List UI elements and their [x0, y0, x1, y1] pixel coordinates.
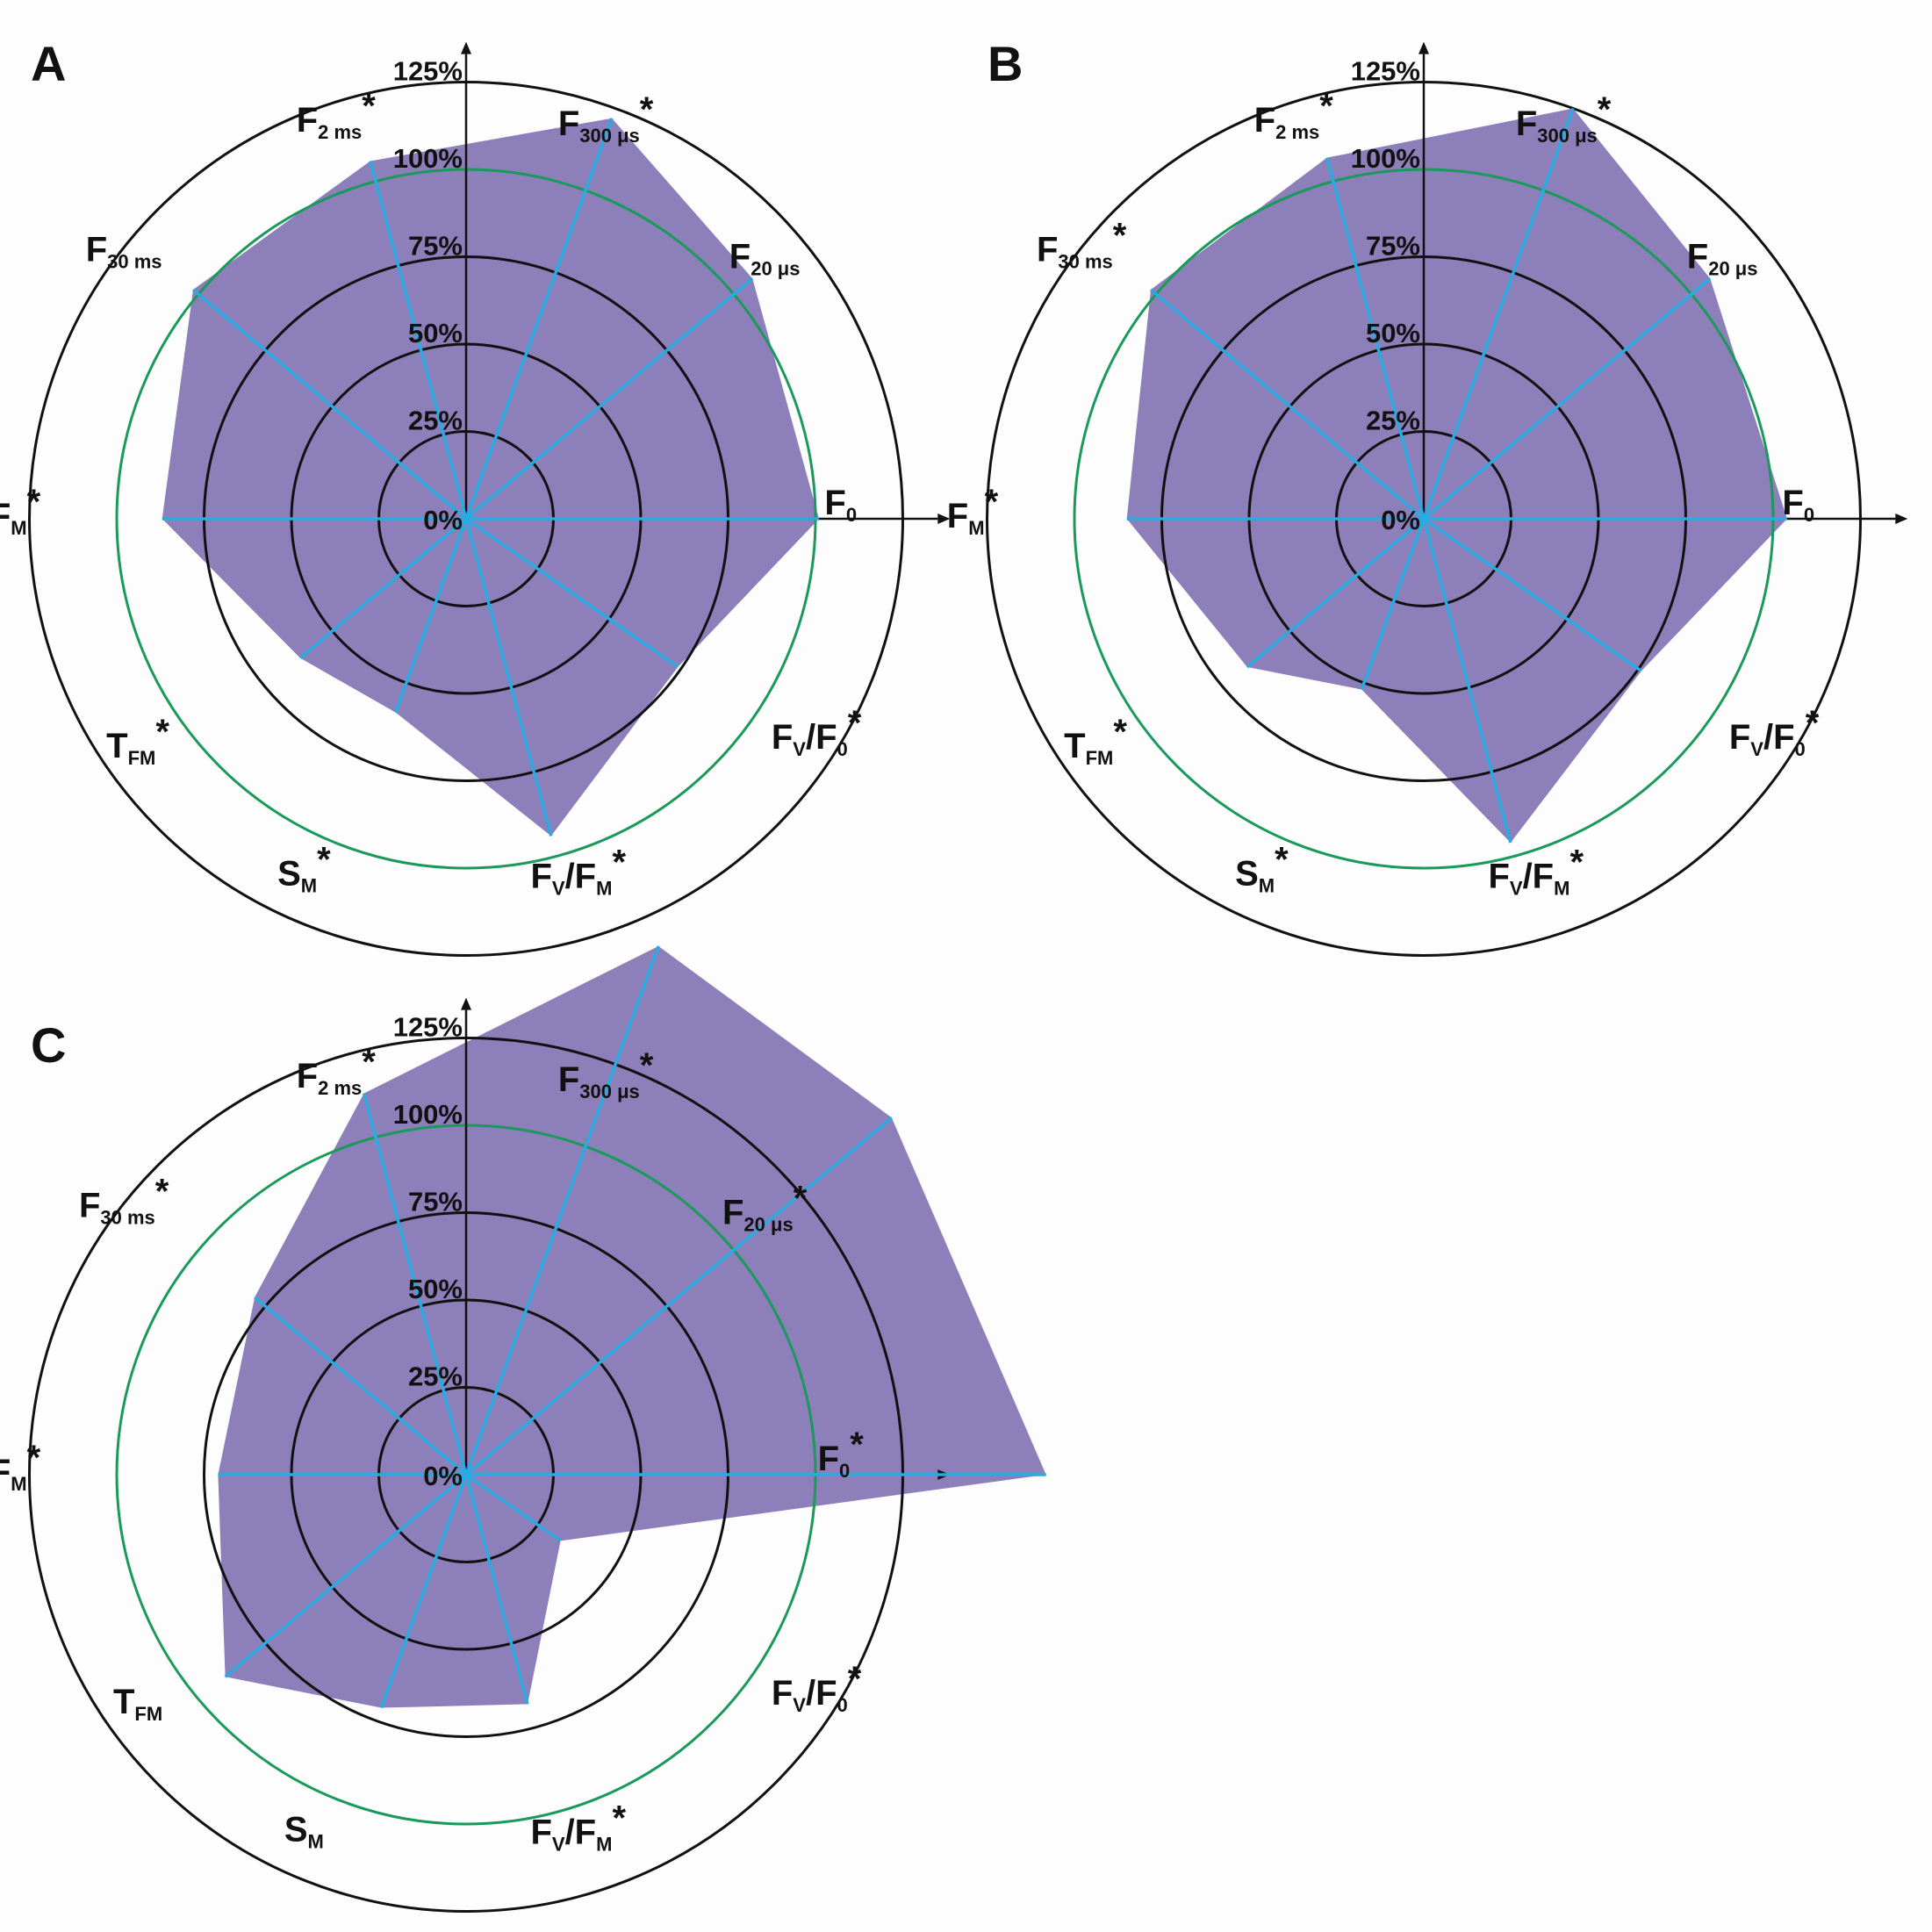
tick-label: 100%	[1351, 143, 1420, 174]
axis-label-fvf0: FV/F0*	[772, 1660, 862, 1716]
axis-label-f20us: F20 μs	[729, 238, 801, 280]
axis-label-f30ms: F30 ms*	[79, 1172, 169, 1228]
panel-letter: C	[31, 1017, 66, 1073]
axis-label-f30ms: F30 ms*	[1037, 216, 1127, 272]
spoke-f20us	[464, 277, 754, 521]
axis-label-tfm: TFM*	[106, 713, 169, 769]
data-polygon	[218, 945, 1046, 1708]
axis-label-f300us: F300 μs*	[558, 90, 654, 147]
tick-label: 0%	[423, 1461, 463, 1491]
x-axis-arrow	[937, 514, 951, 524]
axis-label-f30ms: F30 ms	[86, 230, 162, 272]
spoke-f30ms	[254, 1296, 468, 1476]
axis-label-fm: FM*	[0, 1439, 41, 1495]
spoke-fvfm	[464, 1474, 529, 1705]
axis-label-f0: F0	[824, 484, 857, 526]
axis-label-f0: F0	[1782, 484, 1814, 526]
spoke-fvf0	[464, 517, 679, 669]
axis-label-f20us: F20 μs	[1687, 238, 1758, 280]
spoke-f2ms	[362, 1093, 468, 1476]
data-polygon	[162, 118, 819, 837]
spoke-tfm	[1246, 517, 1426, 669]
axis-label-tfm: TFM*	[1064, 713, 1127, 769]
spoke-tfm	[224, 1473, 468, 1678]
axis-label-sm: SM*	[1235, 840, 1289, 896]
spoke-f20us	[464, 1116, 893, 1476]
spoke-f20us	[1422, 277, 1712, 521]
spoke-sm	[379, 1474, 468, 1709]
tick-label: 25%	[408, 1361, 463, 1392]
tick-label: 125%	[393, 1012, 463, 1043]
panel-letter: A	[31, 36, 66, 91]
tick-label: 0%	[1381, 505, 1420, 535]
radar-panel-a: A 0% 25% 50% 75% 100% 125% F0 F20 μs F300 μs* F2 m…	[0, 36, 951, 957]
spoke-f300us	[1422, 107, 1575, 520]
axis-label-f300us: F300 μs*	[1516, 90, 1612, 147]
tick-label: 50%	[408, 1274, 463, 1304]
axis-label-f2ms: F2 ms*	[297, 1043, 377, 1099]
tick-label: 75%	[408, 1187, 463, 1217]
axis-label-fvf0: FV/F0*	[772, 704, 862, 760]
tick-label: 50%	[408, 318, 463, 348]
spoke-fvfm	[464, 518, 553, 837]
spoke-tfm	[298, 517, 468, 659]
spoke-f300us	[464, 945, 660, 1476]
axis-label-f300us: F300 μs*	[558, 1046, 654, 1102]
radar-panel-b: B 0% 25% 50% 75% 100% 125% F0 F20 μs F300 μs* F2 m…	[947, 36, 1908, 957]
x-axis-arrow	[1895, 514, 1908, 524]
axis-label-f2ms: F2 ms*	[1254, 87, 1334, 143]
axis-label-fvfm: FV/FM*	[530, 1799, 626, 1856]
spoke-sm	[394, 518, 468, 714]
spoke-f2ms	[1325, 157, 1426, 520]
spoke-fvf0	[1422, 517, 1642, 672]
axis-label-fvfm: FV/FM*	[530, 844, 626, 900]
tick-label: 125%	[393, 56, 463, 87]
tick-label: 50%	[1366, 318, 1420, 348]
spoke-sm	[1360, 518, 1426, 691]
spoke-fvf0	[464, 1473, 562, 1542]
tick-label: 25%	[1366, 406, 1420, 436]
spoke-fvfm	[1422, 518, 1512, 844]
axis-label-fm: FM*	[0, 483, 41, 539]
spoke-f2ms	[369, 161, 468, 520]
tick-label: 75%	[1366, 231, 1420, 262]
axis-label-f2ms: F2 ms*	[297, 87, 377, 143]
tick-label: 0%	[423, 505, 463, 535]
y-axis-arrow	[461, 997, 471, 1010]
axis-label-fvfm: FV/FM*	[1488, 844, 1584, 900]
axis-label-sm: SM	[284, 1810, 324, 1852]
axis-label-f20us: F20 μs*	[722, 1180, 808, 1236]
y-axis-arrow	[1418, 41, 1429, 54]
tick-label: 125%	[1351, 56, 1420, 87]
spoke-f30ms	[1149, 288, 1426, 521]
axis-label-f0: F0*	[818, 1426, 865, 1482]
spoke-f300us	[464, 118, 614, 520]
tick-label: 100%	[393, 1099, 463, 1130]
data-polygon	[1126, 108, 1787, 844]
tick-label: 25%	[408, 406, 463, 436]
axis-label-fm: FM*	[947, 483, 999, 539]
tick-label: 100%	[393, 143, 463, 174]
y-axis-arrow	[461, 41, 471, 54]
tick-label: 75%	[408, 231, 463, 262]
axis-label-fvf0: FV/F0*	[1729, 704, 1820, 760]
spoke-f30ms	[191, 288, 468, 521]
axis-label-sm: SM*	[277, 840, 331, 896]
radar-panel-c: C 0% 25% 50% 75% 100% 125% F0* F20 μs* F300 μs* F2…	[0, 945, 1046, 1913]
panel-letter: B	[988, 36, 1023, 91]
axis-label-tfm: TFM	[113, 1683, 162, 1725]
